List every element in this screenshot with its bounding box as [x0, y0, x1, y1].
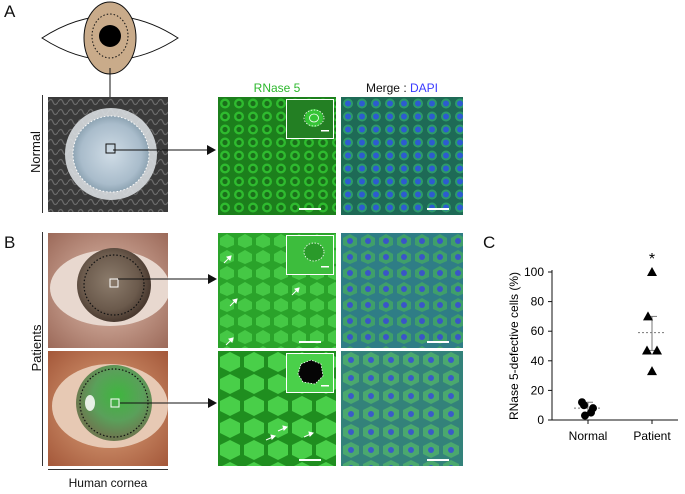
merge-separator: : [399, 81, 410, 95]
patient-eye-photo-1 [48, 233, 168, 348]
micrograph-normal-merge [341, 97, 463, 215]
significance-asterisk: * [649, 251, 655, 268]
y-tick-label: 60 [531, 324, 545, 338]
y-tick-label: 40 [531, 354, 545, 368]
panel-letter-a: A [4, 2, 16, 21]
patient1-zoom-arrow [118, 274, 217, 284]
rnase5-defective-chart: RNase 5-defective cells (%) 0 20 40 60 80 100… [507, 251, 678, 443]
x-category-label: Normal [569, 429, 608, 443]
column-header-merge: Merge : DAPI [341, 81, 463, 95]
chart-y-ticks: 0 20 40 60 80 100 [524, 265, 552, 427]
scalebar [299, 459, 321, 461]
caption-human-cornea: Human cornea [68, 476, 148, 490]
row-bracket-patients [42, 232, 43, 466]
inset-patient1-rnase5 [286, 235, 334, 275]
chart-x-categories: Normal Patient [569, 420, 671, 443]
micrograph-patient2-rnase5 [218, 351, 336, 466]
patient2-zoom-arrow [120, 398, 217, 408]
data-point-normal [581, 411, 589, 420]
data-point-patient [652, 345, 662, 355]
micrograph-normal-rnase5 [218, 97, 336, 215]
normal-zoom-arrow [113, 145, 216, 155]
micrograph-patient2-merge [341, 351, 463, 466]
data-point-patient [642, 345, 652, 355]
column-header-rnase5: RNase 5 [253, 81, 301, 95]
data-point-patient [647, 366, 657, 376]
merge-label: Merge [365, 81, 400, 95]
scalebar [299, 341, 321, 343]
data-point-patient [643, 311, 653, 321]
y-tick-label: 0 [537, 413, 544, 427]
panel-letter-b: B [4, 233, 16, 252]
micrograph-patient1-rnase5 [218, 233, 336, 348]
inset-patient2-rnase5 [286, 353, 334, 393]
normal-cornea-photo [48, 97, 168, 212]
scalebar [427, 341, 449, 343]
x-category-label: Patient [633, 429, 671, 443]
micrograph-patient1-merge [341, 233, 463, 348]
panel-letter-c: C [483, 233, 496, 252]
data-point-normal [587, 408, 595, 417]
y-tick-label: 100 [524, 265, 544, 279]
dapi-label: DAPI [410, 81, 439, 95]
scalebar [427, 459, 449, 461]
chart-marks: * [574, 251, 666, 420]
chart-axes [551, 270, 678, 421]
row-label-patients: Patients [29, 324, 44, 372]
row-bracket-normal [42, 95, 43, 213]
data-point-patient [647, 267, 657, 276]
scalebar [427, 208, 449, 210]
eye-diagram [41, 1, 179, 75]
chart-y-axis-label: RNase 5-defective cells (%) [507, 272, 521, 420]
inset-normal-rnase5 [286, 99, 334, 139]
row-label-normal: Normal [28, 131, 43, 173]
caption-rule [48, 469, 168, 470]
scalebar [299, 208, 321, 210]
y-tick-label: 80 [531, 295, 545, 309]
y-tick-label: 20 [531, 383, 545, 397]
patient-eye-photo-2 [48, 351, 168, 466]
data-point-normal [580, 401, 588, 410]
